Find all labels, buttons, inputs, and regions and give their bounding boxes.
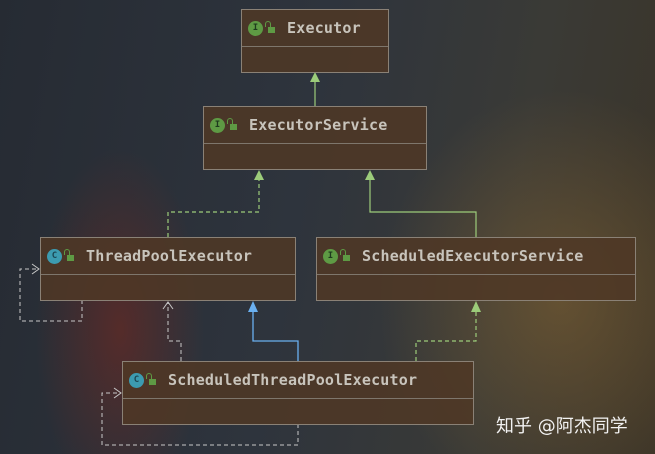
edge-tpe-self xyxy=(19,263,83,322)
public-lock-icon xyxy=(146,373,156,385)
public-lock-icon xyxy=(227,118,237,130)
node-name: ScheduledThreadPoolExecutor xyxy=(168,371,418,389)
node-scheduled-thread-pool-executor[interactable]: C ScheduledThreadPoolExecutor xyxy=(122,361,474,425)
public-lock-icon xyxy=(340,249,350,261)
edge-stpe-tpe-dependency xyxy=(162,301,182,361)
node-scheduled-executor-service[interactable]: I ScheduledExecutorService xyxy=(316,237,636,301)
node-executor-service[interactable]: I ExecutorService xyxy=(203,106,427,170)
public-lock-icon xyxy=(64,249,74,261)
edge-ses-executorservice xyxy=(365,170,477,237)
edge-tpe-executorservice xyxy=(167,170,264,237)
node-name: Executor xyxy=(287,19,361,37)
interface-icon: I xyxy=(248,20,263,36)
edge-stpe-tpe-extends xyxy=(248,301,299,361)
edge-stpe-ses xyxy=(415,301,481,361)
node-name: ScheduledExecutorService xyxy=(362,247,584,265)
interface-icon: I xyxy=(210,117,225,133)
edge-executorservice-executor xyxy=(310,72,320,106)
class-icon: C xyxy=(47,248,62,264)
watermark: 知乎 @阿杰同学 xyxy=(496,416,628,437)
interface-icon: I xyxy=(323,248,338,264)
node-executor[interactable]: I Executor xyxy=(241,9,389,73)
public-lock-icon xyxy=(265,21,275,33)
node-name: ExecutorService xyxy=(249,116,388,134)
edge-stpe-self xyxy=(101,387,299,446)
class-icon: C xyxy=(129,372,144,388)
node-thread-pool-executor[interactable]: C ThreadPoolExecutor xyxy=(40,237,296,301)
node-name: ThreadPoolExecutor xyxy=(86,247,253,265)
